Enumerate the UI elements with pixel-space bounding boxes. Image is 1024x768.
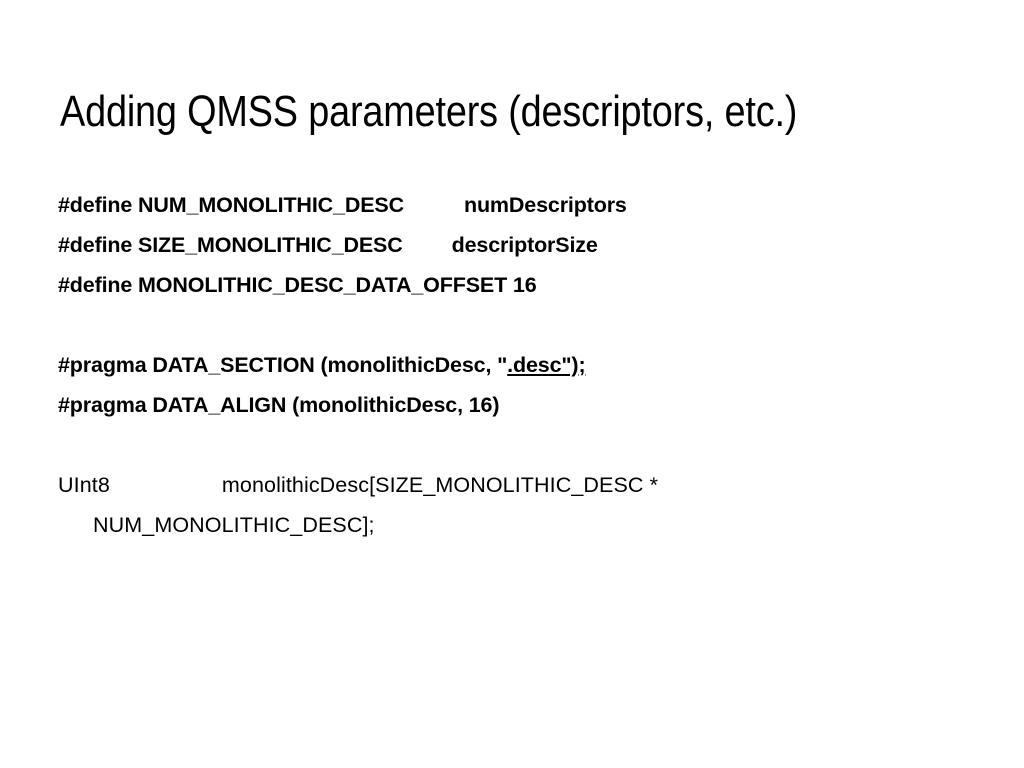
define-offset-value: 16: [512, 273, 537, 297]
uint8-type-name: UInt8: [58, 473, 110, 497]
code-line-define-num-monolithic-desc: #define NUM_MONOLITHIC_DESC numDescriptor…: [58, 185, 958, 225]
code-line-blank-1: [58, 305, 958, 345]
code-line-define-monolithic-desc-data-offset: #define MONOLITHIC_DESC_DATA_OFFSET 16: [58, 265, 958, 305]
define-num-value: numDescriptors: [463, 193, 627, 217]
uint8-declaration-body: monolithicDesc[SIZE_MONOLITHIC_DESC * NU…: [93, 473, 665, 537]
code-line-pragma-data-section: #pragma DATA_SECTION (monolithicDesc, ".…: [58, 345, 958, 385]
define-offset-directive: #define MONOLITHIC_DESC_DATA_OFFSET: [58, 273, 508, 297]
pragma-section-plain: #pragma DATA_SECTION (monolithicDesc, ": [58, 353, 508, 377]
page-title: Adding QMSS parameters (descriptors, etc…: [60, 87, 798, 137]
define-size-directive: #define SIZE_MONOLITHIC_DESC: [58, 233, 403, 257]
code-line-blank-2: [58, 425, 958, 465]
pragma-section-underlined: .desc");: [507, 353, 586, 377]
code-line-pragma-data-align: #pragma DATA_ALIGN (monolithicDesc, 16): [58, 393, 500, 417]
define-size-value: descriptorSize: [451, 233, 598, 257]
code-body-block: #define NUM_MONOLITHIC_DESC numDescriptor…: [58, 185, 958, 545]
define-num-directive: #define NUM_MONOLITHIC_DESC: [58, 193, 404, 217]
code-line-define-size-monolithic-desc: #define SIZE_MONOLITHIC_DESC descriptorSi…: [58, 225, 958, 265]
